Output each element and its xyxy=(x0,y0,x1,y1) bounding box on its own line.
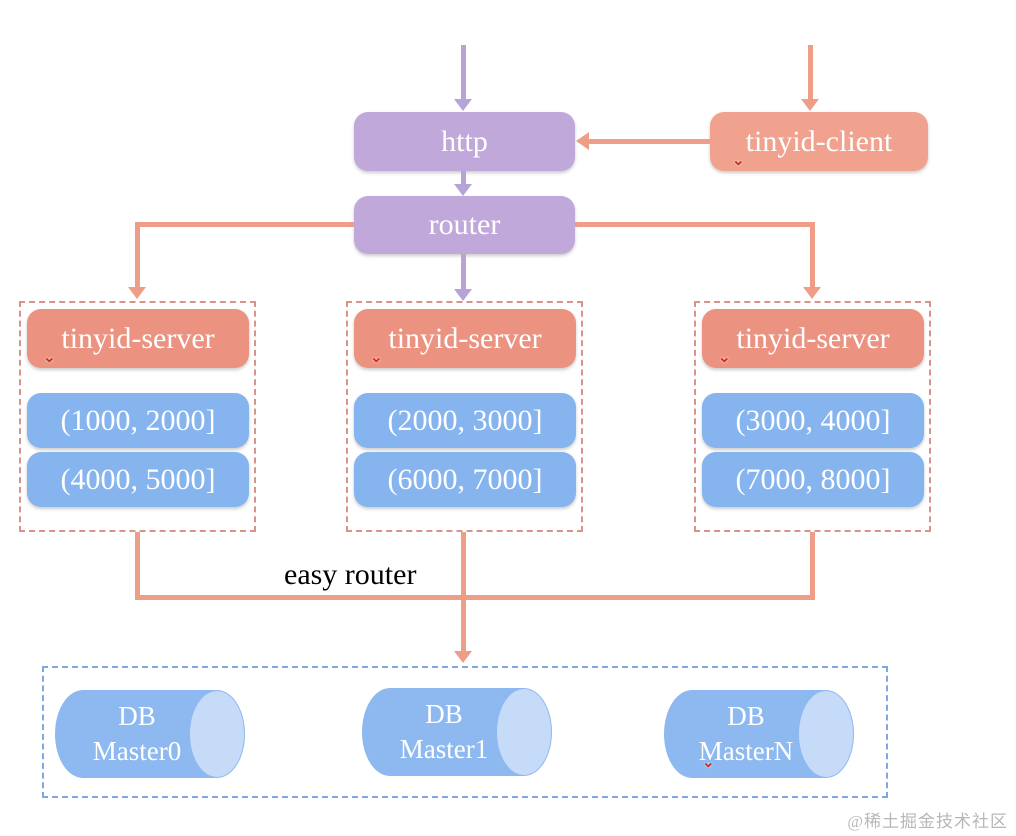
cylinder-shape xyxy=(362,688,552,776)
arrowhead-into-server-1 xyxy=(454,289,472,301)
db-master1-cylinder: DB Master1 xyxy=(362,688,552,776)
connector-router-left-h xyxy=(137,222,354,227)
connector-router-to-server-1 xyxy=(461,254,466,290)
range-label: (3000, 4000] xyxy=(735,403,891,437)
cylinder-shape xyxy=(55,690,245,778)
db-masterN-cylinder: DB MasterN xyxy=(664,690,854,778)
arrowhead-into-http xyxy=(454,99,472,111)
segment-range-2a: (3000, 4000] xyxy=(702,393,924,448)
tinyid-client-label: tinyid-client xyxy=(745,124,893,158)
connector-http-to-router xyxy=(461,171,466,185)
db-name-line1: DB xyxy=(425,698,463,729)
segment-range-0a: (1000, 2000] xyxy=(27,393,249,448)
connector-top-to-client xyxy=(808,45,813,100)
db-master1-label: DB Master1 xyxy=(362,688,526,776)
node-tinyid-server-0: tinyid-server xyxy=(27,309,249,368)
server-group-2: tinyid-server (3000, 4000] (7000, 8000] xyxy=(694,301,931,532)
easy-router-label: easy router xyxy=(284,558,417,591)
db-name-line1: DB xyxy=(727,700,765,731)
connector-client-to-http xyxy=(589,139,710,144)
db-master0-label: DB Master0 xyxy=(55,690,219,778)
db-zone xyxy=(42,666,888,798)
db-master0-cylinder: DB Master0 xyxy=(55,690,245,778)
connector-top-to-http xyxy=(461,45,466,100)
node-tinyid-client: tinyid-client xyxy=(710,112,928,171)
spellcheck-mark xyxy=(718,351,731,366)
connector-server0-down xyxy=(135,532,140,598)
connector-router-right-v xyxy=(810,222,815,288)
arrowhead-into-db-zone xyxy=(454,651,472,663)
range-label: (4000, 5000] xyxy=(60,462,216,496)
segment-range-2b: (7000, 8000] xyxy=(702,452,924,507)
connector-merge-h xyxy=(135,595,815,600)
connector-center-to-db xyxy=(461,532,466,652)
connector-router-left-v xyxy=(135,222,140,288)
connector-router-right-h xyxy=(575,222,813,227)
segment-range-1a: (2000, 3000] xyxy=(354,393,576,448)
arrowhead-into-router xyxy=(454,184,472,196)
watermark: @稀土掘金技术社区 xyxy=(847,812,1008,831)
segment-range-0b: (4000, 5000] xyxy=(27,452,249,507)
db-name-line1: DB xyxy=(118,700,156,731)
db-masterN-label: DB MasterN xyxy=(664,690,828,778)
arrowhead-into-server-0 xyxy=(128,287,146,299)
server-group-1: tinyid-server (2000, 3000] (6000, 7000] xyxy=(346,301,583,532)
db-name-line2: Master1 xyxy=(399,734,489,764)
server-group-0: tinyid-server (1000, 2000] (4000, 5000] xyxy=(19,301,256,532)
tinyid-server-2-label: tinyid-server xyxy=(736,321,890,355)
node-tinyid-server-1: tinyid-server xyxy=(354,309,576,368)
range-label: (6000, 7000] xyxy=(387,462,543,496)
spellcheck-mark xyxy=(43,351,56,366)
node-tinyid-server-2: tinyid-server xyxy=(702,309,924,368)
spellcheck-mark xyxy=(370,351,383,366)
arrowhead-into-client xyxy=(801,99,819,111)
arrowhead-into-http-right xyxy=(576,132,589,150)
range-label: (1000, 2000] xyxy=(60,403,216,437)
range-label: (2000, 3000] xyxy=(387,403,543,437)
router-label: router xyxy=(428,208,501,241)
spellcheck-mark xyxy=(702,756,715,771)
db-name-line2: Master0 xyxy=(92,736,182,766)
segment-range-1b: (6000, 7000] xyxy=(354,452,576,507)
arrowhead-into-server-2 xyxy=(803,287,821,299)
node-router: router xyxy=(354,196,575,254)
node-http: http xyxy=(354,112,575,171)
spellcheck-mark xyxy=(732,154,745,169)
tinyid-server-0-label: tinyid-server xyxy=(61,321,215,355)
tinyid-server-1-label: tinyid-server xyxy=(388,321,542,355)
range-label: (7000, 8000] xyxy=(735,462,891,496)
connector-server2-down xyxy=(810,532,815,598)
http-label: http xyxy=(441,124,488,158)
